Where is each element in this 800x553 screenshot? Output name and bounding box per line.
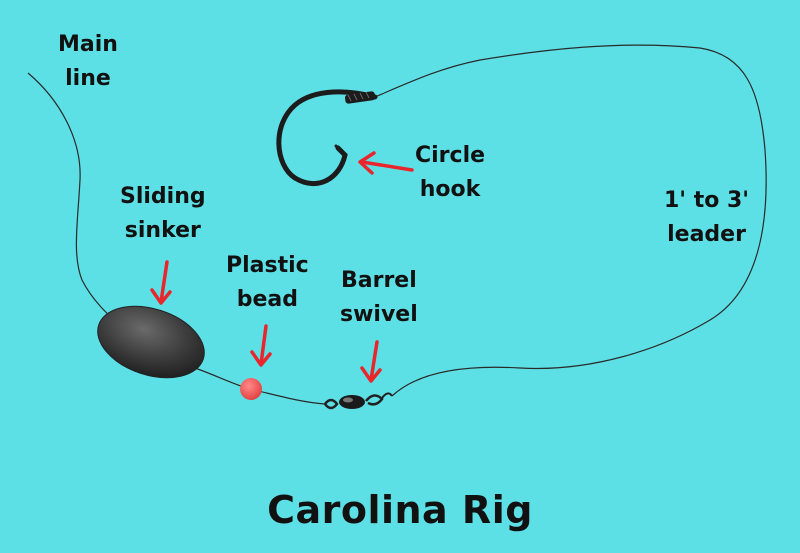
arrow-sliding-sinker: [150, 260, 172, 305]
sliding-sinker: [97, 305, 205, 379]
main-line: [27, 72, 126, 331]
plastic-bead: [240, 378, 262, 400]
arrow-barrel-swivel: [360, 340, 382, 383]
arrow-circle-hook: [358, 151, 414, 175]
label-leader: 1' to 3'leader: [664, 188, 750, 247]
barrel-swivel: [324, 392, 393, 410]
diagram-title: Carolina Rig: [267, 488, 533, 532]
leader-line: [374, 44, 767, 397]
circle-hook: [276, 89, 378, 186]
arrow-plastic-bead: [250, 324, 272, 367]
